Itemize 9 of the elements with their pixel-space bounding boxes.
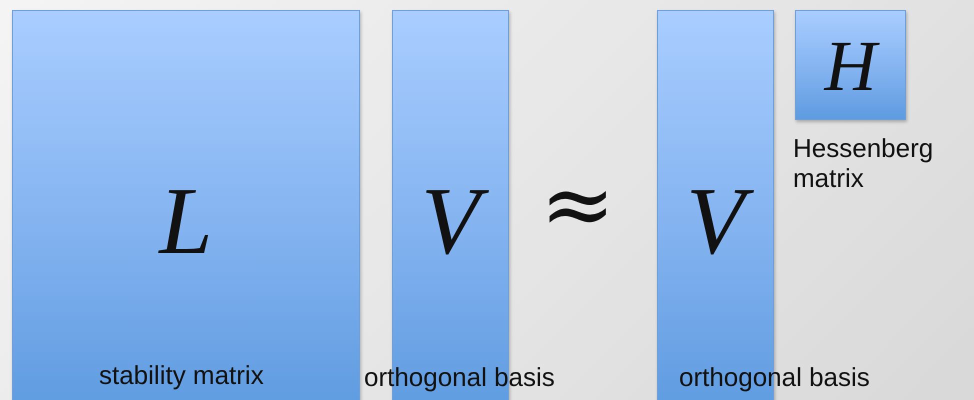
matrix-symbol: L (157, 173, 214, 269)
matrix-block (12, 10, 360, 400)
matrix-symbol: V (658, 173, 773, 269)
matrix-symbol: H (796, 30, 905, 102)
matrix-block (795, 10, 906, 120)
matrix-symbol: V (393, 173, 508, 269)
matrix-caption: Hessenberg matrix (793, 134, 934, 194)
matrix-caption: stability matrix (99, 361, 264, 391)
approx-symbol: ≈ (540, 160, 616, 250)
